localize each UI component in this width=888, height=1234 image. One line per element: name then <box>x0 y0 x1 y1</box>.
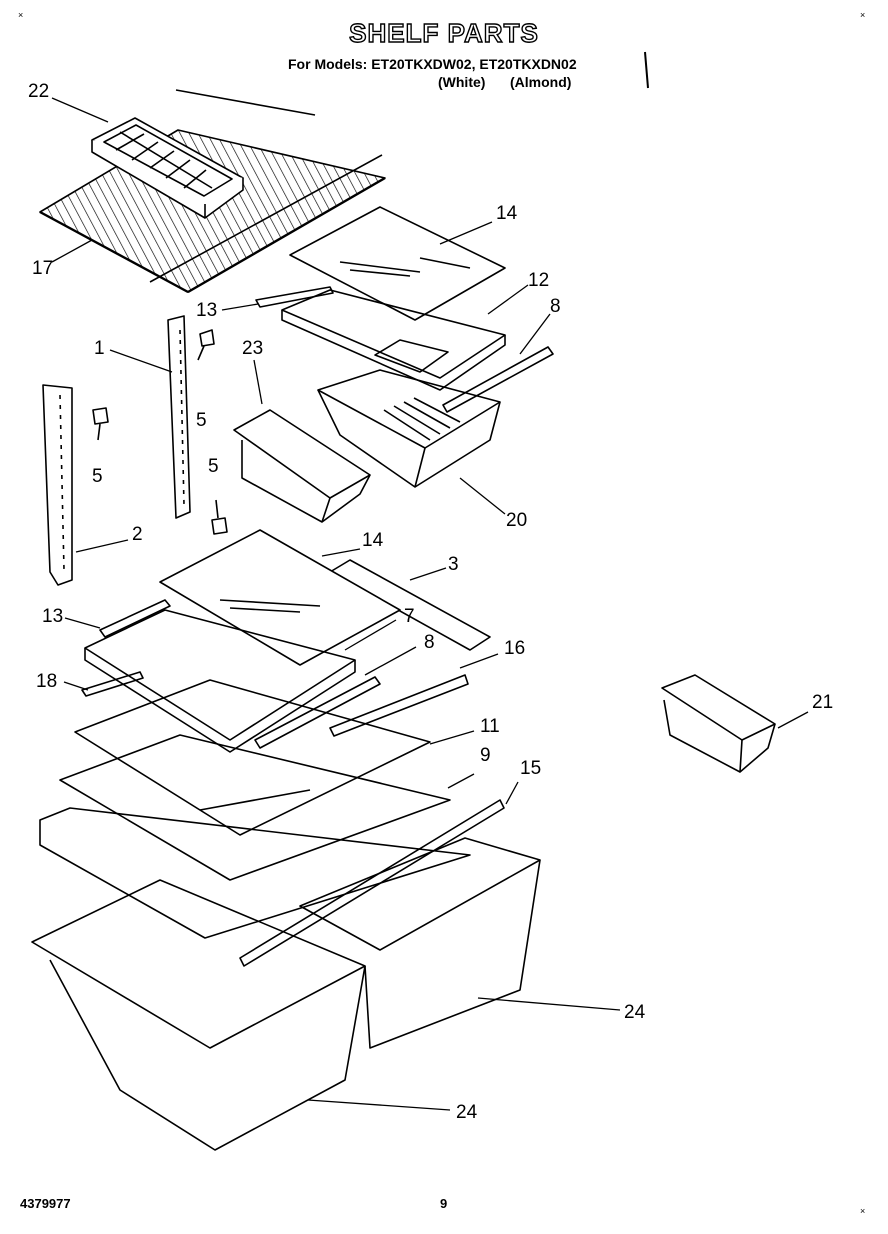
callouts: 22 17 14 12 13 8 23 1 5 5 5 20 2 14 3 13… <box>28 81 833 1123</box>
part-18-trim <box>81 671 144 697</box>
callout-22: 22 <box>28 81 49 102</box>
variant-white: (White) <box>438 74 486 90</box>
callout-1: 1 <box>94 338 105 359</box>
part-22-ice-tray <box>91 117 244 219</box>
variant-almond: (Almond) <box>510 74 572 90</box>
part-15-cover-trim <box>239 799 505 967</box>
part-24-crisper-left <box>31 879 366 1151</box>
part-7-shelf-frame <box>84 609 356 753</box>
callout-5-a: 5 <box>196 410 207 431</box>
corner-mark-top-left: × <box>18 10 24 20</box>
part-14-glass-upper <box>289 206 506 321</box>
callout-23: 23 <box>242 338 263 359</box>
callout-24-right: 24 <box>624 1002 646 1023</box>
part-20-meat-pan <box>317 369 501 488</box>
part-2-shelf-support <box>42 384 73 586</box>
crisper-cover-frame <box>39 807 471 939</box>
part-16-trim <box>329 674 469 737</box>
callout-16: 16 <box>504 638 525 659</box>
part-1-shelf-support <box>167 315 191 519</box>
callout-9: 9 <box>480 745 491 766</box>
part-9-shelf-frame <box>59 734 451 881</box>
callout-12: 12 <box>528 270 549 291</box>
callout-14-lower: 14 <box>362 530 384 551</box>
callout-20: 20 <box>506 510 527 531</box>
callout-17: 17 <box>32 258 53 279</box>
callout-3: 3 <box>448 554 459 575</box>
callout-2: 2 <box>132 524 143 545</box>
part-8-upper-trim <box>442 346 554 413</box>
part-12-shelf-frame <box>281 289 506 391</box>
callout-8-upper: 8 <box>550 296 561 317</box>
part-8-lower-trim <box>254 676 381 749</box>
document-number: 4379977 <box>20 1196 71 1211</box>
callout-5-c: 5 <box>208 456 219 477</box>
callout-7: 7 <box>404 606 415 627</box>
page-number: 9 <box>440 1196 448 1211</box>
part-24-crisper-right <box>299 837 541 1049</box>
callout-14-upper: 14 <box>496 203 518 224</box>
corner-mark-bottom-right: × <box>860 1206 866 1216</box>
callout-24-left: 24 <box>456 1102 478 1123</box>
callout-11: 11 <box>480 716 500 737</box>
part-23-deli-bin <box>233 409 371 523</box>
part-11-glass-shelf <box>74 679 431 836</box>
corner-mark-top-right: × <box>860 10 866 20</box>
callout-21: 21 <box>812 692 833 713</box>
models-line: For Models: ET20TKXDW02, ET20TKXDN02 <box>288 56 577 72</box>
callout-5-b: 5 <box>92 466 103 487</box>
callout-18: 18 <box>36 671 57 692</box>
part-5-screws <box>92 329 228 535</box>
part-13-lower-trim <box>99 599 171 638</box>
leader-lines <box>51 97 809 1111</box>
callout-8-lower: 8 <box>424 632 435 653</box>
part-21-door-bin <box>661 674 776 773</box>
part-3-shelf-panel <box>329 559 491 651</box>
part-13-upper-trim <box>255 286 334 308</box>
page-title: SHELF PARTS <box>348 17 539 48</box>
part-14-glass-lower <box>159 529 401 666</box>
callout-13-lower: 13 <box>42 606 63 627</box>
callout-15: 15 <box>520 758 541 779</box>
callout-13-upper: 13 <box>196 300 217 321</box>
